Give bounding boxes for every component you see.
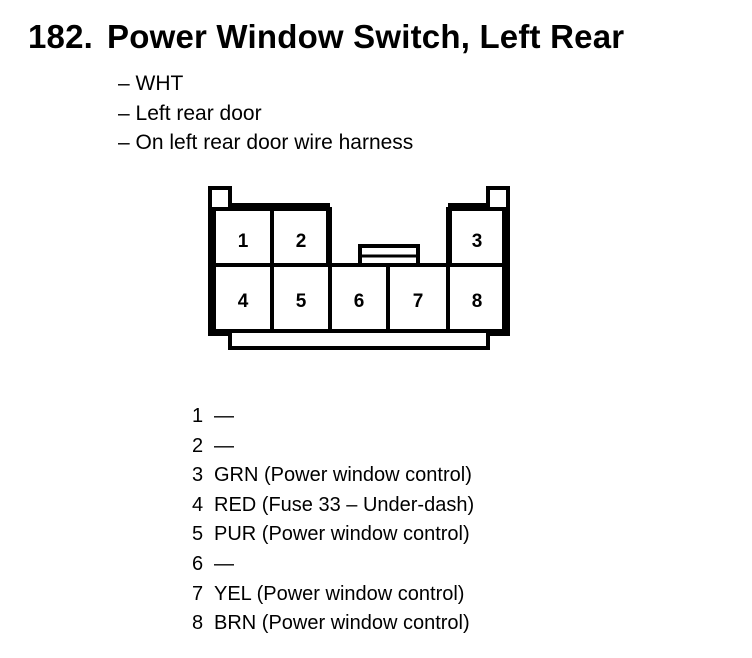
pin-label-1: 1 — [238, 231, 249, 252]
pin-number: 6 — [192, 552, 204, 575]
pin-row: 4 RED (Fuse 33 – Under-dash) — [192, 491, 474, 521]
pin-number: 8 — [192, 612, 204, 635]
pin-number: 2 — [192, 434, 204, 457]
connector-harness: – On left rear door wire harness — [118, 131, 414, 154]
pin-row: 8 BRN (Power window control) — [192, 609, 474, 639]
pin-label-2: 2 — [296, 231, 307, 252]
pin-label-7: 7 — [413, 291, 424, 312]
pin-row: 2— — [192, 432, 474, 462]
pin-description: PUR (Power window control) — [214, 523, 470, 546]
pin-label-8: 8 — [472, 291, 483, 312]
pin-row: 3 GRN (Power window control) — [192, 461, 474, 491]
pin-description: GRN (Power window control) — [214, 464, 472, 487]
pin-number: 7 — [192, 582, 204, 605]
component-number: 182. — [28, 18, 94, 55]
pin-description: — — [214, 434, 234, 457]
pin-description: RED (Fuse 33 – Under-dash) — [214, 493, 475, 516]
component-name: Power Window Switch, Left Rear — [107, 18, 625, 55]
pin-description: YEL (Power window control) — [214, 582, 465, 605]
pin-label-4: 4 — [238, 291, 249, 312]
pin-label-3: 3 — [472, 231, 483, 252]
pin-row: 1— — [192, 402, 474, 432]
pin-description: — — [214, 552, 234, 575]
connector-housing — [208, 186, 510, 350]
pin-label-5: 5 — [296, 291, 307, 312]
pin-number: 1 — [192, 405, 204, 427]
pin-number: 5 — [192, 523, 204, 546]
pin-description: BRN (Power window control) — [214, 612, 470, 635]
connector-color: – WHT — [118, 72, 184, 95]
pin-number: 3 — [192, 464, 204, 487]
pin-number: 4 — [192, 493, 204, 516]
pin-row: 7 YEL (Power window control) — [192, 580, 474, 610]
connector-diagram: 1 2 3 4 5 6 7 8 — [208, 186, 510, 350]
connector-location: – Left rear door — [118, 102, 262, 125]
pin-row: 6— — [192, 550, 474, 580]
pin-description: — — [214, 405, 234, 427]
page-title: 182. Power Window Switch, Left Rear — [28, 18, 624, 56]
pin-row: 5 PUR (Power window control) — [192, 520, 474, 550]
cavity-8 — [446, 263, 506, 333]
pin-label-6: 6 — [354, 291, 365, 312]
